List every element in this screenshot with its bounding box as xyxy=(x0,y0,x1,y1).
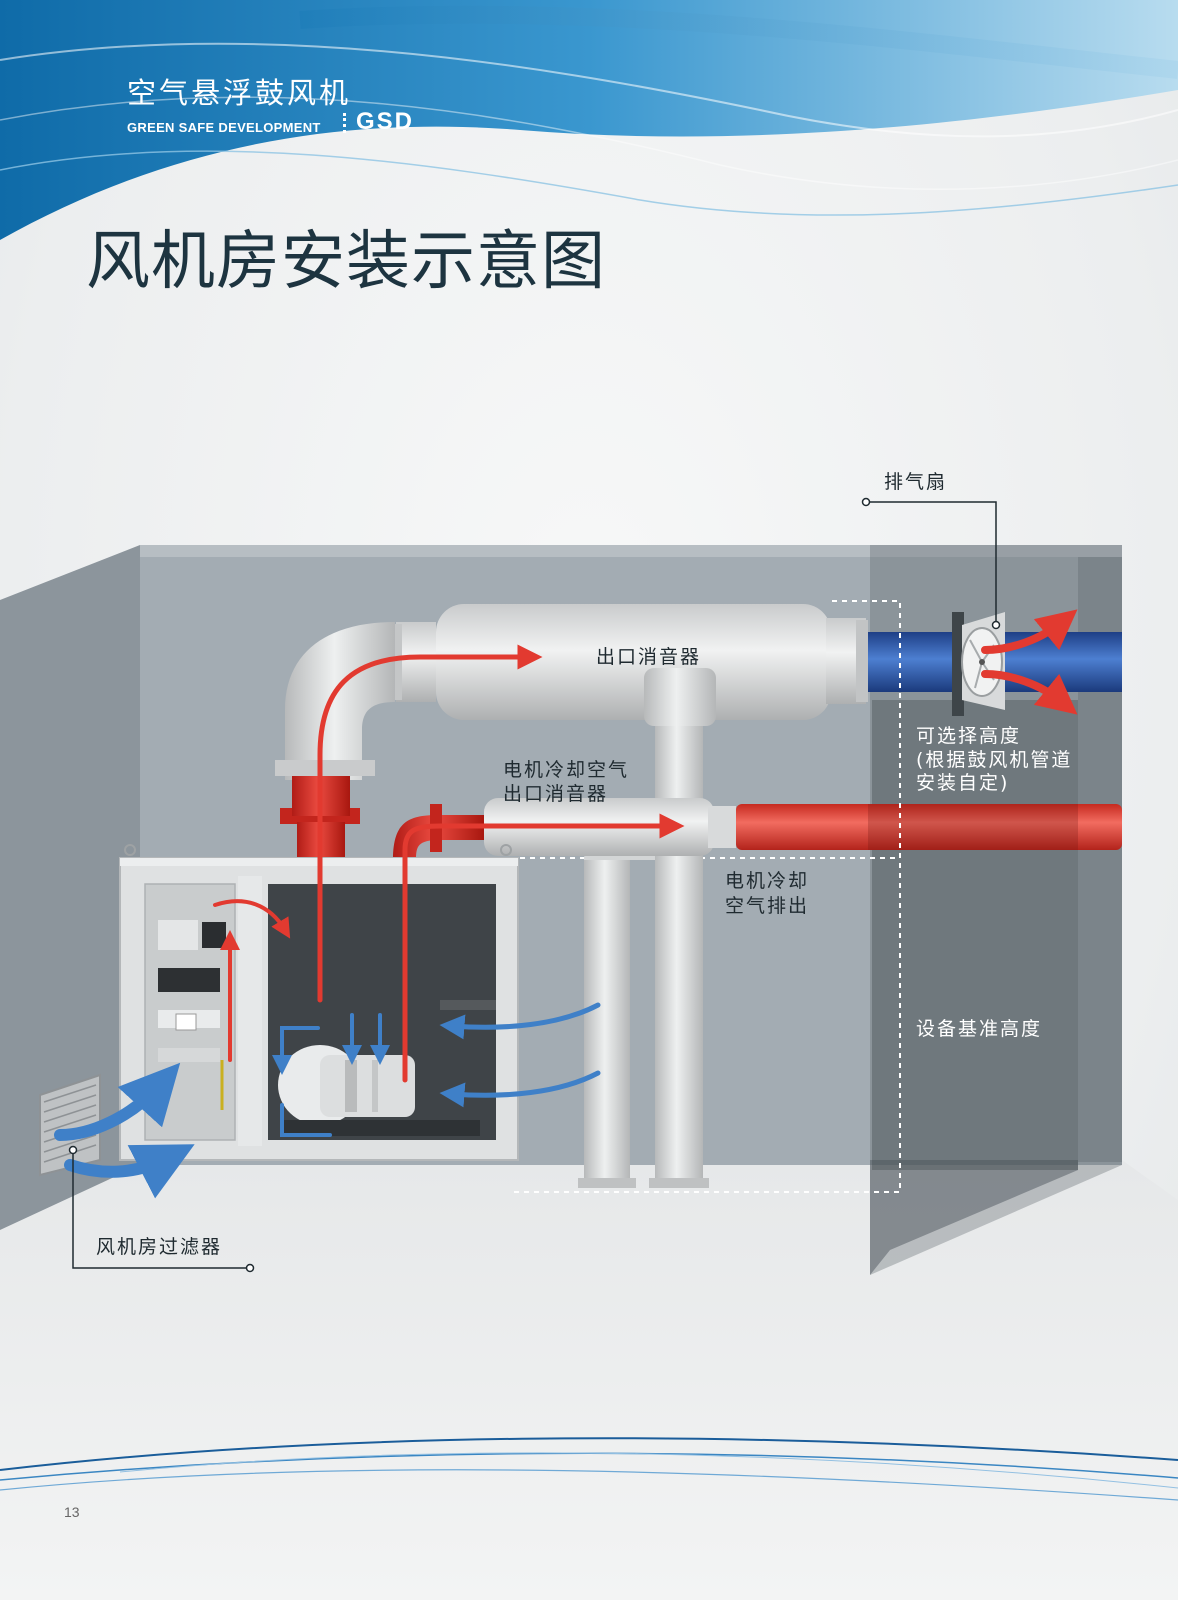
hot-air-arrow-icon xyxy=(981,670,1078,715)
right-wall xyxy=(870,545,1122,1275)
support-pipes xyxy=(578,700,709,1188)
left-wall xyxy=(0,545,140,1230)
dashed-outline xyxy=(510,600,901,1193)
label-exhaust-fan: 排气扇 xyxy=(884,471,948,493)
label-motor-cooling-exhaust-1: 电机冷却 xyxy=(725,870,810,892)
hot-air-arrow-icon xyxy=(402,813,685,1083)
footer-waves xyxy=(0,1437,1178,1501)
label-motor-cooling-exhaust-2: 空气排出 xyxy=(725,895,810,917)
page-number: 13 xyxy=(64,1504,80,1520)
cold-air-arrow-icon xyxy=(439,1070,601,1108)
label-equipment-base-height: 设备基准高度 xyxy=(916,1018,1043,1040)
brand-logo: GSD xyxy=(356,108,415,135)
outlet-silencer xyxy=(392,604,868,726)
header-wave-banner xyxy=(0,0,1178,240)
brand-separator xyxy=(343,113,349,133)
cold-air-arrow-icon xyxy=(272,1026,320,1075)
label-motor-cooling-silencer-1: 电机冷却空气 xyxy=(503,759,630,781)
cold-air-arrow-icon xyxy=(54,1062,181,1141)
cooling-exhaust-duct xyxy=(736,804,1122,850)
brand-cn-title: 空气悬浮鼓风机 xyxy=(127,76,352,110)
callout-lines xyxy=(72,501,997,1269)
label-motor-cooling-silencer-2: 出口消音器 xyxy=(503,783,609,805)
outlet-elbow-pipe xyxy=(275,622,395,780)
brand-en-tagline: GREEN SAFE DEVELOPMENT xyxy=(127,120,321,135)
label-optional-height-2: (根据鼓风机管道 xyxy=(916,749,1073,771)
hot-air-arrow-icon xyxy=(213,899,291,939)
height-zone xyxy=(872,700,1078,1170)
label-optional-height-1: 可选择高度 xyxy=(916,725,1022,747)
label-outlet-silencer: 出口消音器 xyxy=(596,646,702,668)
hot-air-arrow-icon xyxy=(981,609,1078,654)
page-title: 风机房安装示意图 xyxy=(86,225,606,299)
label-room-filter: 风机房过滤器 xyxy=(96,1236,223,1258)
hot-air-arrow-icon xyxy=(317,644,543,1003)
cold-air-arrow-icon xyxy=(280,1103,332,1137)
label-optional-height-3: 安装自定) xyxy=(916,772,1010,794)
exhaust-fan-icon xyxy=(961,627,1003,697)
cold-air-arrow-icon xyxy=(439,1002,601,1040)
floor xyxy=(0,1160,1178,1600)
cold-air-arrow-icon xyxy=(64,1144,195,1199)
